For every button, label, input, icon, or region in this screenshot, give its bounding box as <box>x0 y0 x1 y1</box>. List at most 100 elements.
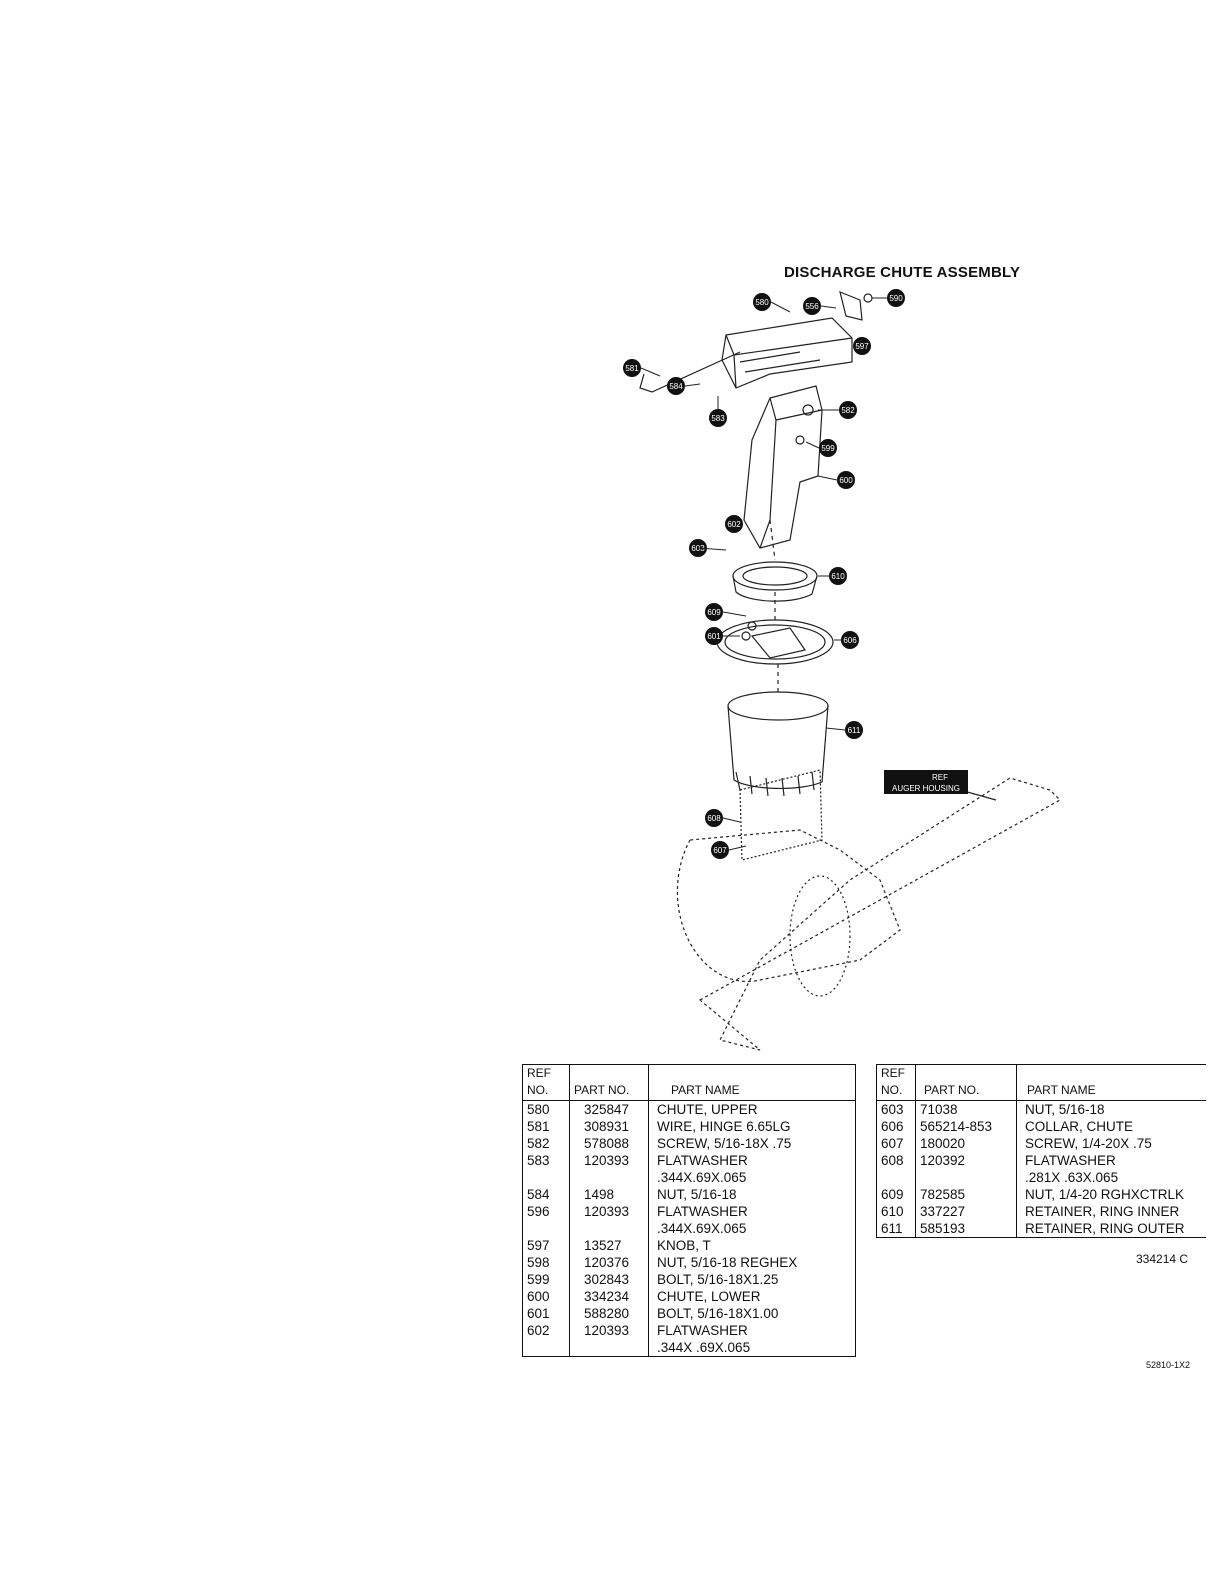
callout-607-label: 607 <box>713 846 727 855</box>
ref-cell: 580 <box>522 1100 570 1118</box>
lower-chute-drawing <box>743 385 823 549</box>
part-no-cell <box>569 1169 649 1186</box>
part-no-cell: 565214-853 <box>915 1118 1017 1135</box>
part-name-cell: .344X .69X.065 <box>657 1340 751 1355</box>
part-name-cell: KNOB, T <box>657 1238 711 1253</box>
part-no-cell: 325847 <box>569 1100 649 1118</box>
part-name-cell: SCREW, 5/16-18X .75 <box>657 1136 792 1151</box>
auger-housing-drawing <box>676 829 901 983</box>
table-row: .344X .69X.065 <box>522 1339 856 1357</box>
callout-609: 609 <box>705 603 723 621</box>
ref-cell: 600 <box>522 1288 570 1305</box>
part-no-cell: 337227 <box>915 1203 1017 1220</box>
knob-drawing <box>839 291 863 321</box>
part-no-header: PART NO. <box>915 1064 1017 1101</box>
part-name-cell: COLLAR, CHUTE <box>1025 1119 1134 1134</box>
part-name-cell: FLATWASHER <box>1025 1153 1116 1168</box>
callout-606-label: 606 <box>843 636 857 645</box>
callout-608-label: 608 <box>707 814 721 823</box>
callout-610: 610 <box>829 567 847 585</box>
callout-600-label: 600 <box>839 476 853 485</box>
ref-cell: 598 <box>522 1254 570 1271</box>
callout-600: 600 <box>837 471 855 489</box>
ref-cell: 601 <box>522 1305 570 1322</box>
hinge-wire-drawing <box>639 351 741 393</box>
part-no-cell: 782585 <box>915 1186 1017 1203</box>
ref-cell: 597 <box>522 1237 570 1254</box>
part-no-cell: 120393 <box>569 1322 649 1339</box>
ref-cell: 610 <box>876 1203 916 1220</box>
part-no-cell: 71038 <box>915 1100 1017 1118</box>
ref-cell: 596 <box>522 1203 570 1220</box>
callout-583-label: 583 <box>711 414 725 423</box>
reference-label-line2: AUGER HOUSING <box>892 784 960 793</box>
callout-599-label: 599 <box>821 444 835 453</box>
part-no-cell: 13527 <box>569 1237 649 1254</box>
callout-599: 599 <box>819 439 837 457</box>
callout-597-label: 597 <box>855 342 869 351</box>
page-title: DISCHARGE CHUTE ASSEMBLY <box>784 264 1021 281</box>
ref-cell: 607 <box>876 1135 916 1152</box>
callout-601-label: 601 <box>707 632 721 641</box>
inner-ring-drawing <box>732 561 818 591</box>
callout-597: 597 <box>853 337 871 355</box>
callout-582-label: 582 <box>841 406 855 415</box>
callout-581: 581 <box>623 359 641 377</box>
ref-cell: 603 <box>876 1100 916 1118</box>
callout-611: 611 <box>845 721 863 739</box>
part-name-cell: BOLT, 5/16-18X1.00 <box>657 1306 779 1321</box>
callout-601: 601 <box>705 627 723 645</box>
callout-584-label: 584 <box>669 382 683 391</box>
part-no-cell: 120393 <box>569 1203 649 1220</box>
part-no-cell: 585193 <box>915 1220 1017 1238</box>
part-no-cell: 302843 <box>569 1271 649 1288</box>
exploded-parts-diagram: 580 556 590 597 581 584 583 582 599 600 … <box>623 289 1061 1051</box>
table-row: .281X .63X.065 <box>876 1169 1207 1186</box>
part-no-cell <box>569 1339 649 1357</box>
part-no-cell: 120392 <box>915 1152 1017 1169</box>
part-no-header: PART NO. <box>569 1064 649 1101</box>
callout-611-label: 611 <box>848 726 861 735</box>
part-name-cell: .344X.69X.065 <box>657 1170 747 1185</box>
ref-cell <box>522 1169 570 1186</box>
part-no-cell: 180020 <box>915 1135 1017 1152</box>
ref-cell: 599 <box>522 1271 570 1288</box>
ref-header-line2: NO. <box>881 1083 903 1097</box>
ref-cell: 606 <box>876 1118 916 1135</box>
callout-584: 584 <box>667 377 685 395</box>
part-name-cell: NUT, 5/16-18 REGHEX <box>657 1255 798 1270</box>
callout-609-label: 609 <box>707 608 721 617</box>
callout-556-label: 556 <box>805 302 819 311</box>
ref-cell: 584 <box>522 1186 570 1203</box>
part-name-cell: RETAINER, RING OUTER <box>1025 1221 1185 1236</box>
part-name-cell: FLATWASHER <box>657 1153 748 1168</box>
part-no-cell: 334234 <box>569 1288 649 1305</box>
ref-cell: 608 <box>876 1152 916 1169</box>
callout-583: 583 <box>709 409 727 427</box>
document-code: 334214 C <box>1136 1252 1189 1266</box>
callout-582: 582 <box>839 401 857 419</box>
part-no-cell: 1498 <box>569 1186 649 1203</box>
reference-label-line1: REF <box>932 773 948 782</box>
ref-header-line2: NO. <box>527 1083 549 1097</box>
part-name-header: PART NAME <box>648 1064 856 1101</box>
